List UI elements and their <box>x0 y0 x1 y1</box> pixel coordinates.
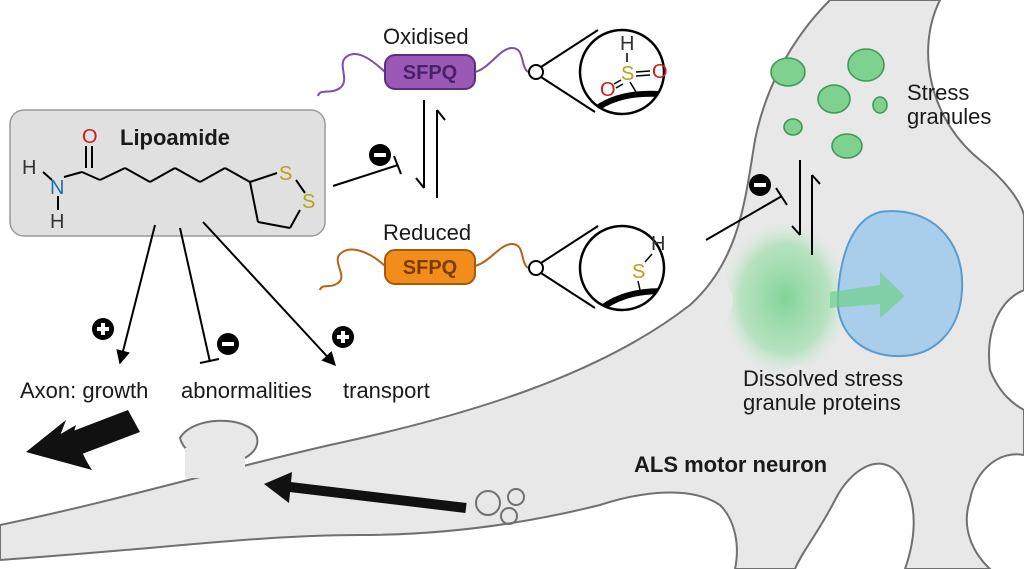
inhibition-bar-icon <box>393 155 402 175</box>
nucleus <box>836 210 964 358</box>
minus-sign-icon <box>369 144 391 166</box>
growth-arrow-body <box>26 410 140 470</box>
minus-sign-icon <box>749 174 771 196</box>
label-stress-granules: granules <box>907 104 991 129</box>
zoom-line <box>540 29 599 68</box>
label-dissolved-proteins: granule proteins <box>743 390 901 415</box>
dissolved-protein-cloud <box>721 220 849 377</box>
oxidised-tail-left <box>317 53 386 97</box>
transport-arrow-shaft <box>289 482 467 513</box>
label-oxidised: Oxidised <box>383 24 469 49</box>
stress-granules <box>770 48 888 159</box>
atom-oxygen: O <box>652 61 668 83</box>
inhibition-bar-icon <box>775 187 788 206</box>
inhibition-bar-icon <box>199 358 220 364</box>
atom-oxygen: O <box>82 126 98 148</box>
transport-arrow-head <box>264 472 292 503</box>
arrow-to-growth <box>116 224 156 365</box>
zoom-line <box>540 225 599 264</box>
inhibit-to-abnormalities <box>179 227 211 363</box>
import-arrow-icon <box>830 272 905 318</box>
label-transport: transport <box>343 378 430 403</box>
oxidised-tail-right <box>474 46 529 73</box>
sfpq-reduced-protein <box>384 249 476 285</box>
atom-sulfur: S <box>302 191 315 213</box>
plus-sign-icon <box>92 318 114 340</box>
sfpq-oxidised-label: SFPQ <box>403 62 457 84</box>
arrow-to-transport <box>202 221 336 367</box>
reduced-zoom-circle <box>578 224 666 312</box>
label-stress-granules: Stress <box>907 80 969 105</box>
atom-hydrogen: H <box>50 211 64 233</box>
atom-sulfur: S <box>632 261 645 283</box>
vesicle <box>507 488 525 506</box>
vesicle <box>475 490 501 516</box>
reduced-tail-left <box>319 248 386 291</box>
sfpq-oxidised-protein <box>384 54 476 90</box>
oxidised-bonds <box>613 53 651 93</box>
atom-sulfur: S <box>279 163 292 185</box>
zoom-line <box>540 272 596 309</box>
atom-hydrogen: H <box>620 33 634 55</box>
label-abnormalities: abnormalities <box>181 378 312 403</box>
atom-nitrogen: N <box>50 177 64 199</box>
atom-hydrogen: H <box>651 233 665 255</box>
atom-oxygen: O <box>600 79 616 101</box>
label-axon-growth: Axon: growth <box>20 378 148 403</box>
lipoamide-title: Lipoamide <box>120 125 230 150</box>
inhibit-granules-line <box>705 195 783 241</box>
reduced-bonds <box>637 253 653 291</box>
granule-equilibrium-icon <box>791 160 821 255</box>
atom-hydrogen: H <box>22 157 36 179</box>
lipoamide-structure <box>42 146 306 229</box>
sfpq-equilibrium-icon <box>415 100 446 198</box>
vesicle <box>500 507 518 525</box>
axon-bulge-fill <box>185 448 245 478</box>
plus-sign-icon <box>332 326 354 348</box>
minus-sign-icon <box>217 333 239 355</box>
zoom-lens-icon <box>528 64 544 80</box>
label-reduced: Reduced <box>383 220 471 245</box>
atom-sulfur: S <box>621 63 634 85</box>
label-dissolved-proteins: Dissolved stress <box>743 366 903 391</box>
inhibit-oxidation-line <box>332 164 399 187</box>
zoom-lens-icon <box>528 260 544 276</box>
zoom-line <box>540 76 596 113</box>
sfpq-reduced-label: SFPQ <box>403 257 457 279</box>
reduced-tail-right <box>474 242 529 269</box>
label-neuron-name: ALS motor neuron <box>634 452 827 477</box>
